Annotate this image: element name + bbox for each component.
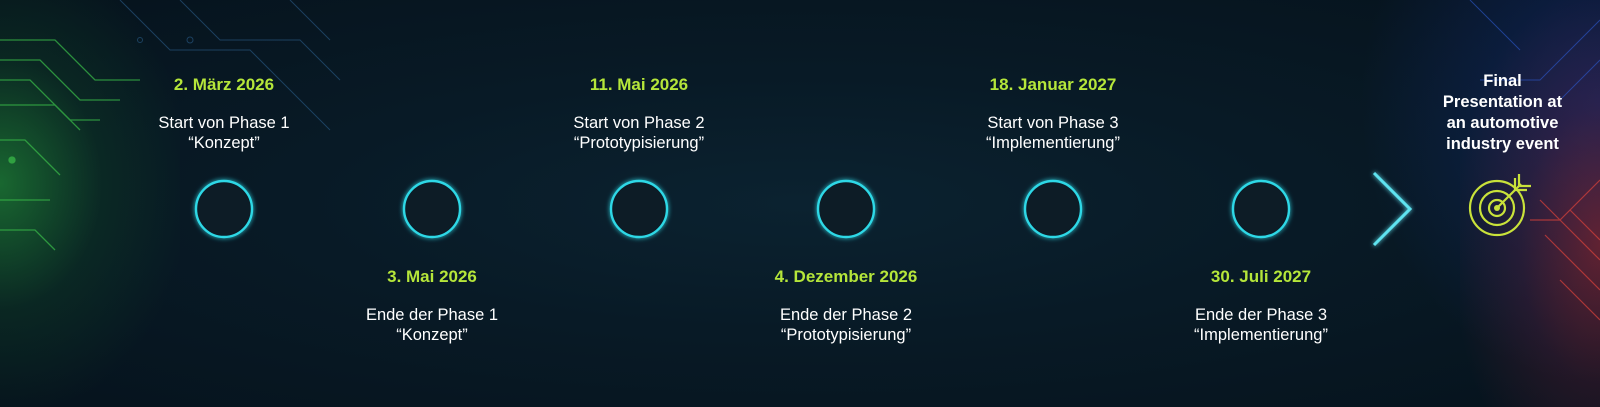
milestone-date: 30. Juli 2027 (1210, 267, 1312, 286)
milestone-node-4 (816, 179, 876, 239)
milestone-3-label: 11. Mai 2026 Start von Phase 2 “Prototyp… (519, 75, 759, 153)
milestone-description: Ende der Phase 2 “Prototypisierung” (779, 306, 913, 344)
milestone-1-label: 2. März 2026 Start von Phase 1 “Konzept” (104, 75, 344, 153)
milestone-description: Ende der Phase 3 “Implementierung” (1194, 306, 1328, 344)
milestone-node-1 (194, 179, 254, 239)
milestone-date: 2. März 2026 (173, 75, 275, 94)
milestone-description: Start von Phase 3 “Implementierung” (986, 114, 1120, 152)
milestone-6-label: 30. Juli 2027 Ende der Phase 3 “Implemen… (1141, 267, 1381, 345)
milestone-5-label: 18. Januar 2027 Start von Phase 3 “Imple… (933, 75, 1173, 153)
target-arrow-icon (1468, 174, 1531, 237)
milestone-node-5 (1023, 179, 1083, 239)
milestone-node-2 (402, 179, 462, 239)
left-green-glow (0, 0, 180, 407)
milestone-node-3 (609, 179, 669, 239)
timeline-arrowhead (1372, 171, 1413, 247)
final-goal-label: Final Presentation at an automotive indu… (1442, 72, 1563, 153)
milestone-date: 4. Dezember 2026 (774, 267, 918, 286)
milestone-date: 3. Mai 2026 (387, 267, 477, 286)
milestone-4-label: 4. Dezember 2026 Ende der Phase 2 “Proto… (726, 267, 966, 345)
milestone-description: Start von Phase 1 “Konzept” (158, 114, 290, 152)
milestone-date: 18. Januar 2027 (989, 75, 1117, 94)
milestone-description: Ende der Phase 1 “Konzept” (365, 306, 499, 344)
milestone-description: Start von Phase 2 “Prototypisierung” (573, 114, 705, 152)
milestone-date: 11. Mai 2026 (589, 75, 689, 94)
milestone-2-label: 3. Mai 2026 Ende der Phase 1 “Konzept” (312, 267, 552, 345)
milestone-node-6 (1231, 179, 1291, 239)
